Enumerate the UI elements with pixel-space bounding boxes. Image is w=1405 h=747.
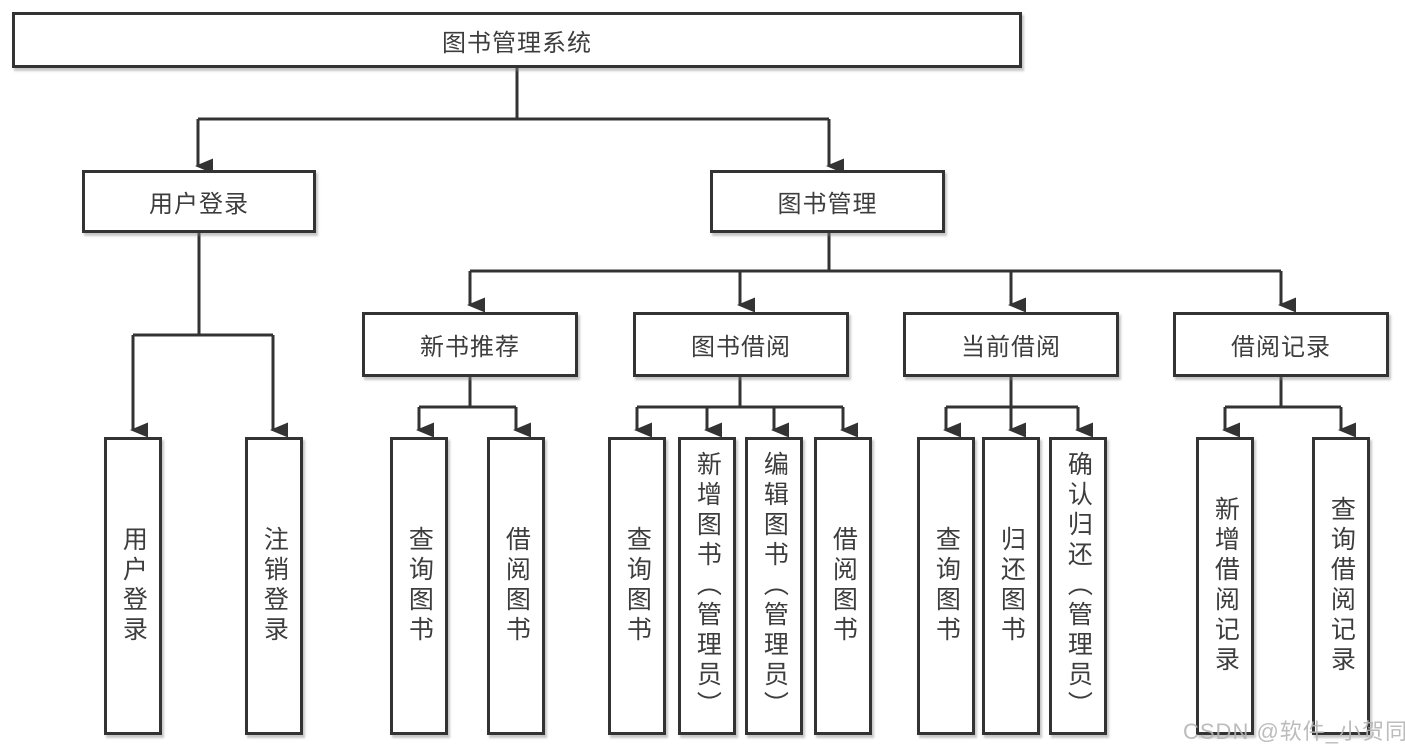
node-root: 图书管理系统 bbox=[12, 12, 1022, 68]
connector-new-book-recommend-children bbox=[416, 377, 531, 438]
leaf-user-login: 用户登录 bbox=[104, 437, 162, 735]
leaf-return-books-label: 归还图书 bbox=[997, 526, 1026, 646]
connector-borrow-records-children bbox=[1222, 377, 1356, 438]
leaf-confirm-return-admin: 确认归还（管理员） bbox=[1049, 437, 1107, 735]
leaf-borrow-books-recommend-label: 借阅图书 bbox=[502, 526, 531, 646]
node-book-management: 图书管理 bbox=[710, 170, 945, 233]
connector-current-borrow-children bbox=[943, 377, 1093, 438]
leaf-confirm-return-admin-label: 确认归还（管理员） bbox=[1064, 451, 1093, 721]
leaf-logout-label: 注销登录 bbox=[260, 526, 289, 646]
node-current-borrow: 当前借阅 bbox=[903, 312, 1119, 377]
leaf-add-borrow-record-label: 新增借阅记录 bbox=[1211, 496, 1240, 676]
leaf-logout: 注销登录 bbox=[245, 437, 303, 735]
leaf-edit-books-admin-label: 编辑图书（管理员） bbox=[760, 451, 789, 721]
node-book-management-label: 图书管理 bbox=[777, 191, 878, 218]
node-user-login: 用户登录 bbox=[82, 170, 316, 233]
leaf-query-books-current-label: 查询图书 bbox=[932, 526, 961, 646]
leaf-query-books-borrow-label: 查询图书 bbox=[623, 526, 652, 646]
leaf-borrow-books: 借阅图书 bbox=[814, 437, 872, 735]
connector-book-borrow-children bbox=[634, 377, 858, 438]
connector-user-login-children bbox=[130, 233, 288, 438]
node-new-book-recommend-label: 新书推荐 bbox=[420, 334, 520, 361]
node-book-borrow: 图书借阅 bbox=[633, 312, 849, 377]
node-new-book-recommend: 新书推荐 bbox=[362, 312, 578, 377]
leaf-query-books-recommend-label: 查询图书 bbox=[405, 526, 434, 646]
leaf-query-books-recommend: 查询图书 bbox=[390, 437, 448, 735]
leaf-query-borrow-record-label: 查询借阅记录 bbox=[1327, 496, 1356, 676]
csdn-watermark: CSDN @软件_小贺同学 bbox=[1183, 719, 1405, 744]
connector-root-to-level2 bbox=[195, 68, 844, 174]
leaf-add-books-admin-label: 新增图书（管理员） bbox=[693, 451, 722, 721]
leaf-borrow-books-label: 借阅图书 bbox=[829, 526, 858, 646]
node-user-login-label: 用户登录 bbox=[149, 191, 249, 218]
node-book-borrow-label: 图书借阅 bbox=[691, 334, 791, 361]
leaf-query-books-borrow: 查询图书 bbox=[608, 437, 666, 735]
node-current-borrow-label: 当前借阅 bbox=[961, 334, 1061, 361]
leaf-user-login-label: 用户登录 bbox=[119, 526, 148, 646]
connector-book-management-children bbox=[467, 233, 1296, 313]
leaf-add-borrow-record: 新增借阅记录 bbox=[1196, 437, 1254, 735]
leaf-add-books-admin: 新增图书（管理员） bbox=[678, 437, 736, 735]
node-borrow-records: 借阅记录 bbox=[1173, 312, 1389, 377]
node-borrow-records-label: 借阅记录 bbox=[1231, 334, 1331, 361]
node-root-label: 图书管理系统 bbox=[442, 29, 592, 57]
leaf-edit-books-admin: 编辑图书（管理员） bbox=[745, 437, 803, 735]
leaf-query-books-current: 查询图书 bbox=[917, 437, 975, 735]
leaf-borrow-books-recommend: 借阅图书 bbox=[487, 437, 545, 735]
leaf-query-borrow-record: 查询借阅记录 bbox=[1312, 437, 1370, 735]
leaf-return-books: 归还图书 bbox=[982, 437, 1040, 735]
